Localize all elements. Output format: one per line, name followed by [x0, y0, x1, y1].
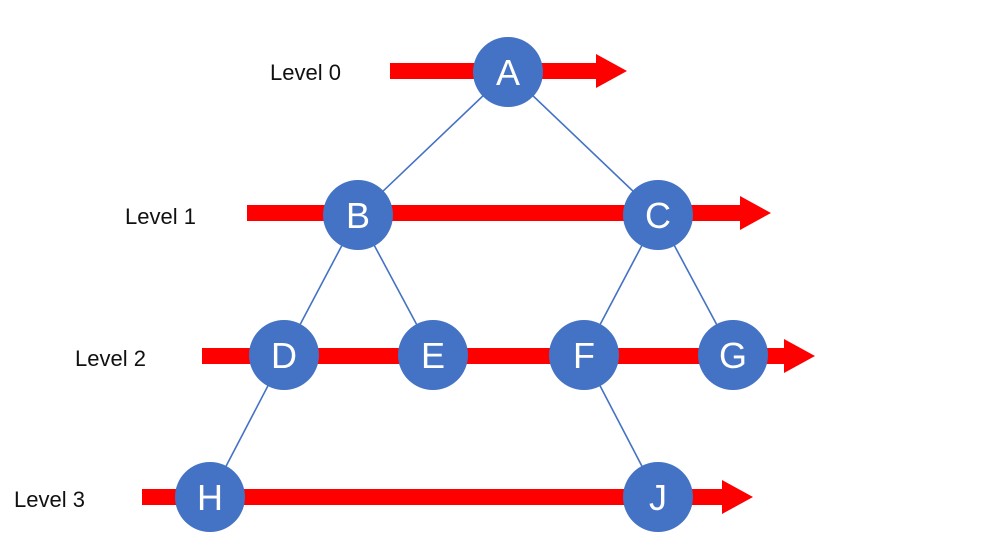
level-2-arrow	[202, 339, 815, 373]
node-e: E	[398, 320, 468, 390]
node-c-label: C	[645, 195, 671, 236]
node-f-label: F	[573, 335, 595, 376]
node-g: G	[698, 320, 768, 390]
level-2-label: Level 2	[75, 346, 146, 371]
node-b: B	[323, 180, 393, 250]
node-c: C	[623, 180, 693, 250]
node-a: A	[473, 37, 543, 107]
node-h-label: H	[197, 477, 223, 518]
level-3-arrow	[142, 480, 753, 514]
node-d-label: D	[271, 335, 297, 376]
node-d: D	[249, 320, 319, 390]
level-1-label: Level 1	[125, 204, 196, 229]
node-j-label: J	[649, 477, 667, 518]
node-b-label: B	[346, 195, 370, 236]
node-h: H	[175, 462, 245, 532]
node-e-label: E	[421, 335, 445, 376]
node-f: F	[549, 320, 619, 390]
node-g-label: G	[719, 335, 747, 376]
node-a-label: A	[496, 52, 520, 93]
level-3-label: Level 3	[14, 487, 85, 512]
node-j: J	[623, 462, 693, 532]
level-0-label: Level 0	[270, 60, 341, 85]
